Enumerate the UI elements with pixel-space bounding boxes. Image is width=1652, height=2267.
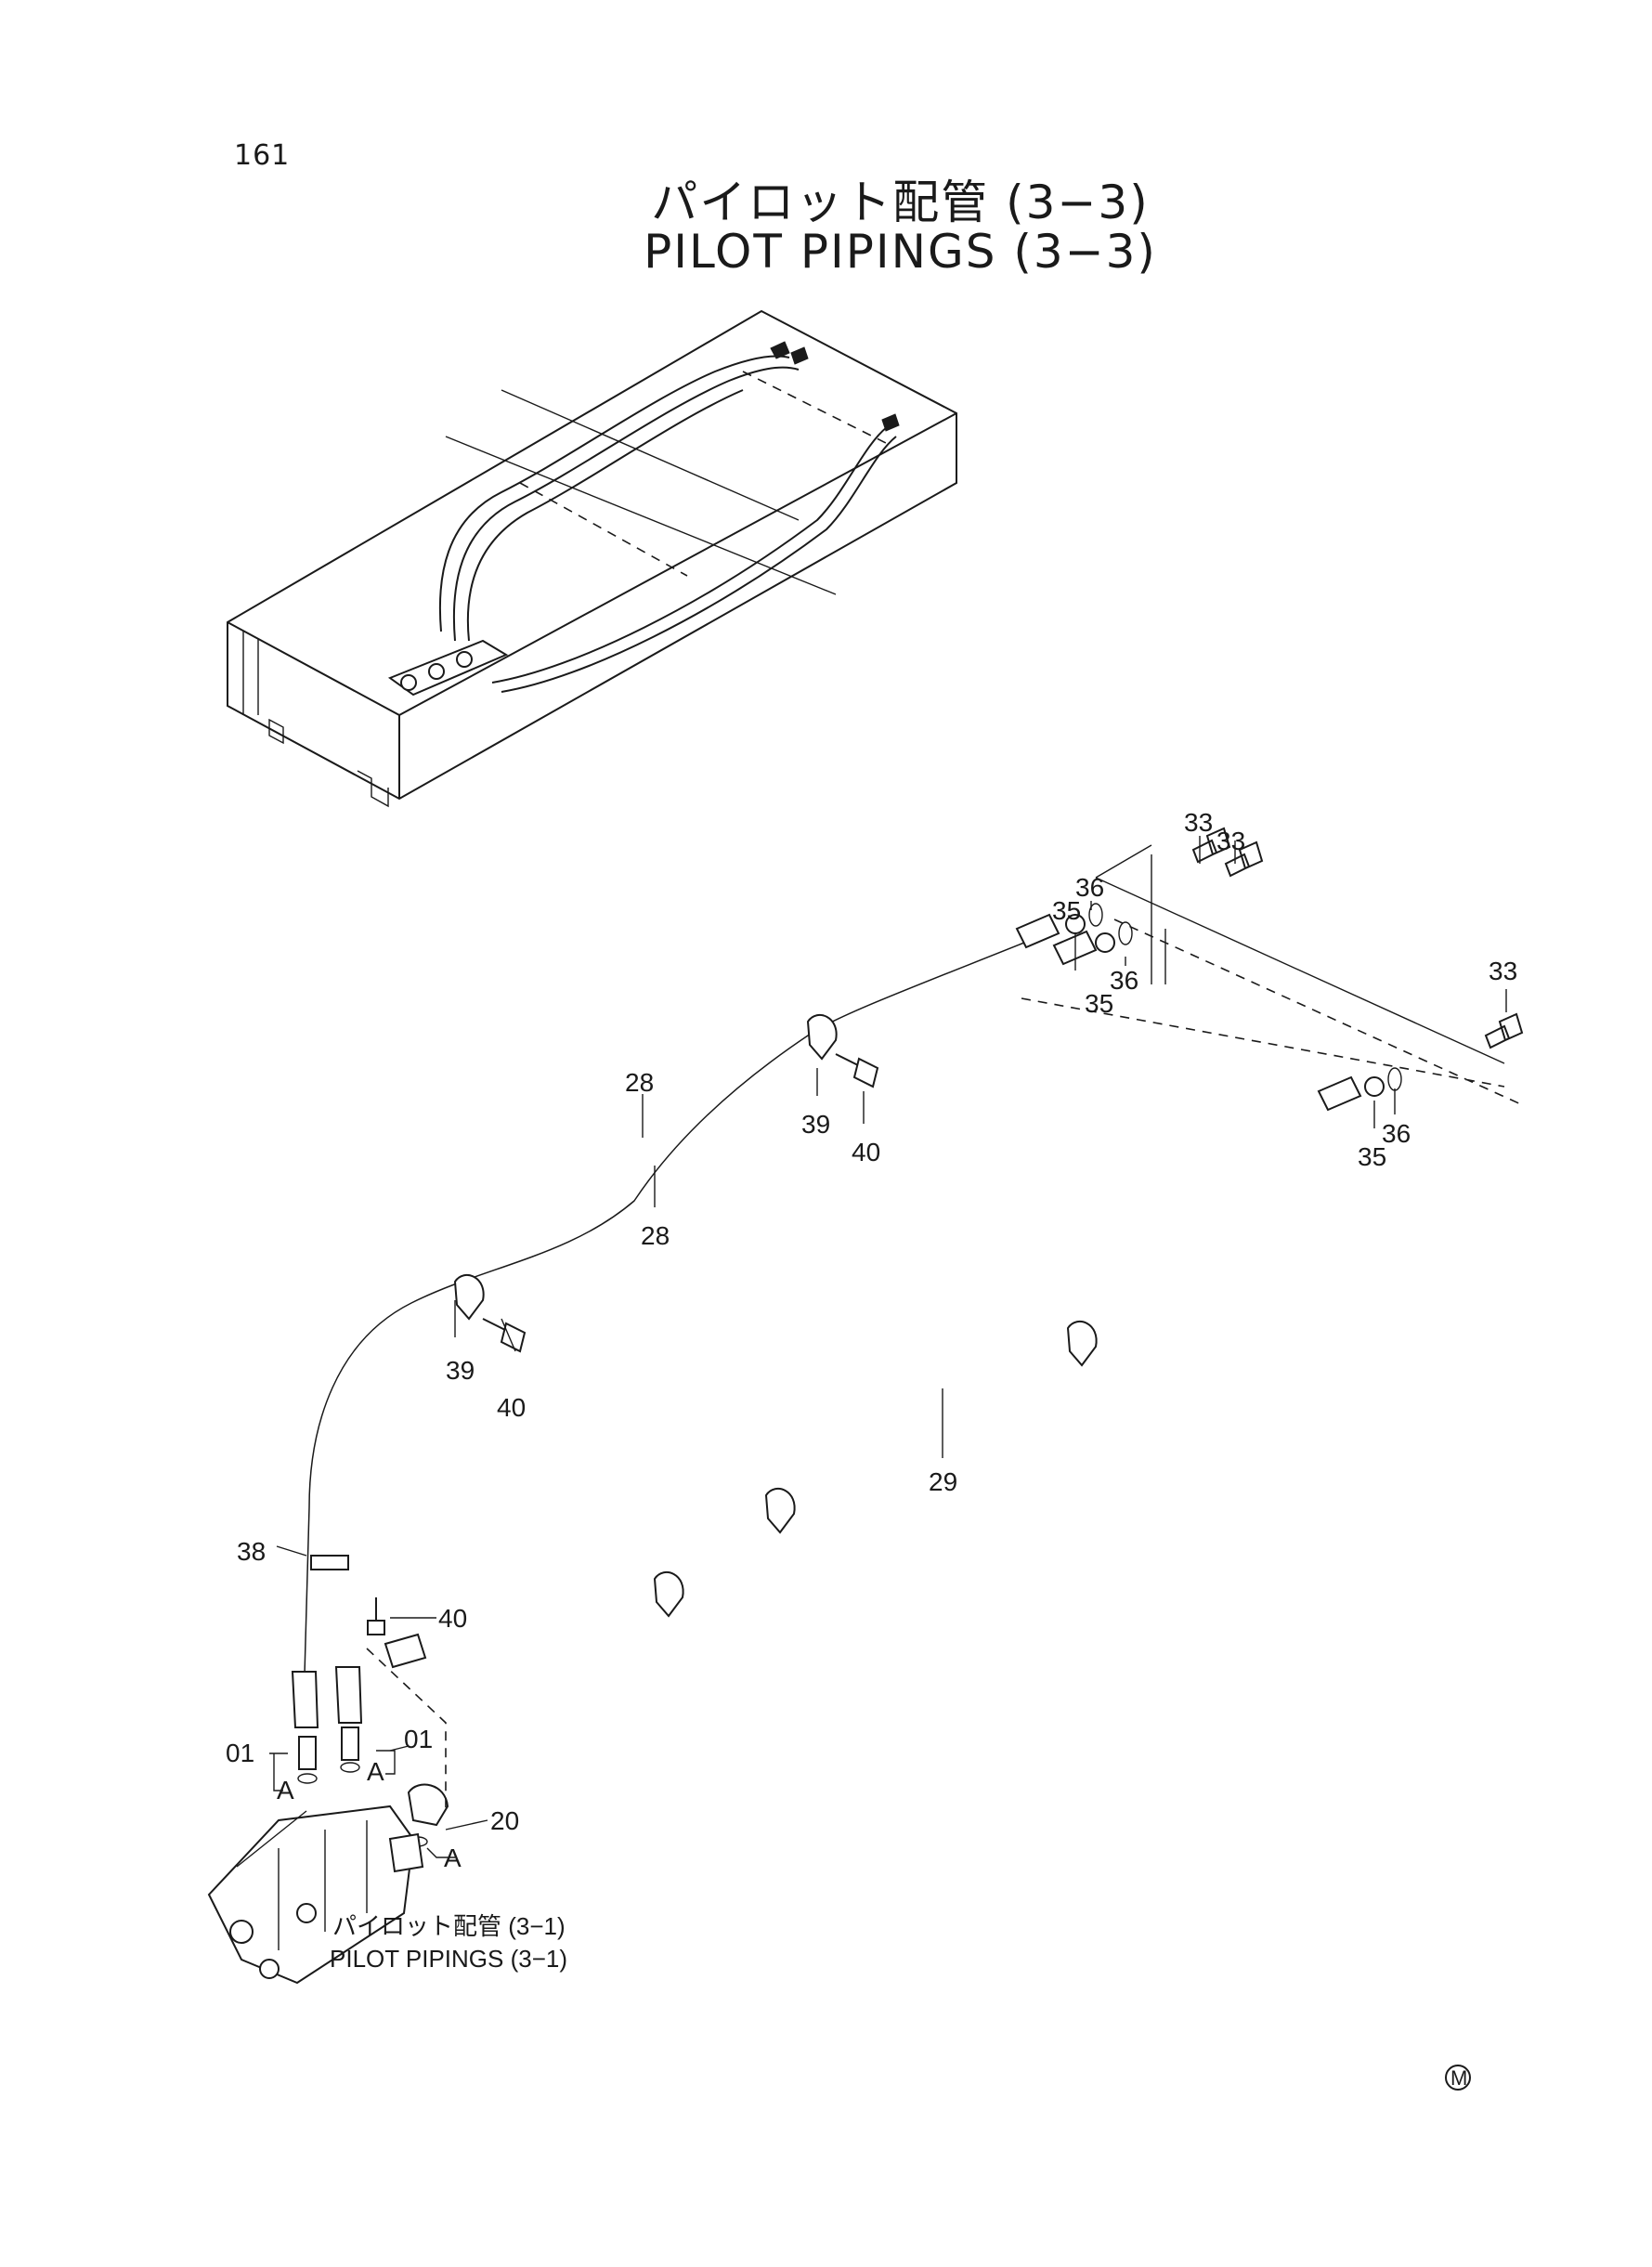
callout-39-b: 39 — [446, 1356, 475, 1385]
callout-33-b: 33 — [1216, 827, 1245, 855]
callout-labels: 33 33 33 36 35 36 35 36 35 28 28 39 40 3… — [226, 808, 1517, 1872]
callout-a-2: A — [367, 1757, 384, 1786]
callout-a-1: A — [277, 1776, 294, 1804]
callout-01-b: 01 — [404, 1725, 433, 1753]
callout-39-a: 39 — [801, 1110, 830, 1139]
reference-label-japanese: パイロット配管 (3−1) — [332, 1912, 566, 1940]
frame-overview-drawing — [227, 309, 957, 808]
pilot-piping-main-drawing — [207, 827, 1524, 1985]
callout-36-b: 36 — [1110, 966, 1138, 995]
callout-20: 20 — [490, 1806, 519, 1835]
callout-33-c: 33 — [1489, 957, 1517, 985]
callout-35-b: 35 — [1085, 989, 1113, 1018]
callout-33-a: 33 — [1184, 808, 1213, 837]
callout-36-a: 36 — [1075, 873, 1104, 902]
callout-40-c: 40 — [438, 1604, 467, 1633]
m-mark-letter: M — [1450, 2066, 1467, 2090]
reference-label-english: PILOT PIPINGS (3−1) — [330, 1945, 567, 1973]
callout-38: 38 — [237, 1537, 266, 1566]
callout-40-a: 40 — [852, 1138, 880, 1166]
callout-29: 29 — [929, 1467, 957, 1496]
m-mark-circle — [1445, 2065, 1471, 2091]
callout-40-b: 40 — [497, 1393, 526, 1422]
callout-36-c: 36 — [1382, 1119, 1411, 1148]
title-english: PILOT PIPINGS (3−3) — [644, 225, 1157, 279]
callout-28-a: 28 — [625, 1068, 654, 1097]
callout-01-a: 01 — [226, 1739, 254, 1767]
callout-a-3: A — [444, 1844, 462, 1872]
title-japanese: パイロット配管 (3−3) — [651, 176, 1150, 229]
page-number: 161 — [234, 139, 291, 172]
callout-28-b: 28 — [641, 1221, 670, 1250]
callout-35-c: 35 — [1358, 1142, 1386, 1171]
callout-35-a: 35 — [1052, 896, 1081, 925]
